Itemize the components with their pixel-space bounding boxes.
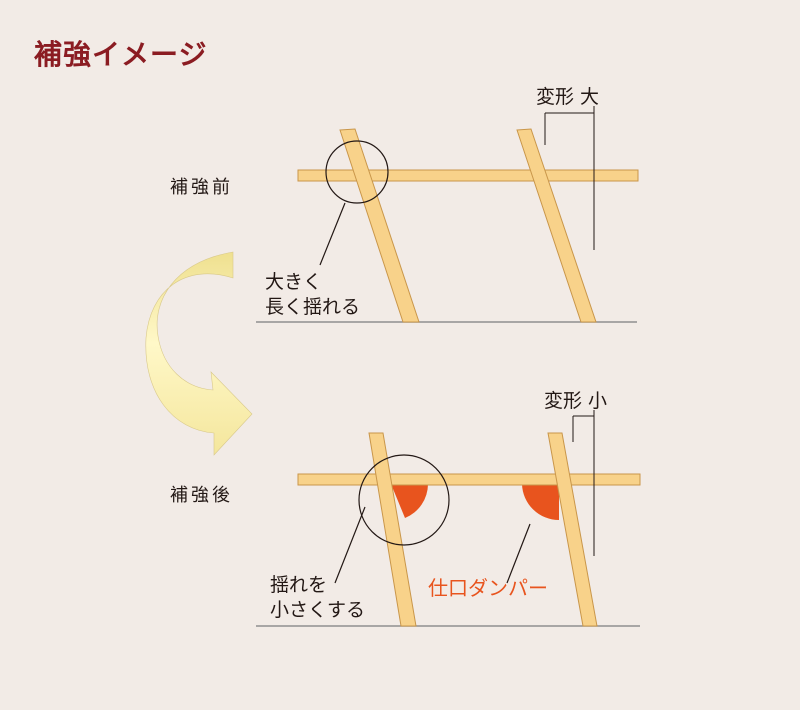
leader-line-before: [319, 202, 346, 266]
after-note-line1: 揺れを: [270, 574, 327, 596]
after-note-line2: 小さくする: [270, 599, 365, 621]
damper-left: [391, 484, 428, 518]
deformation-label-before: 変形 大: [536, 86, 599, 108]
curved-arrow-icon: [145, 251, 253, 456]
joint-circle-before: [325, 140, 389, 204]
before-frame: 変形 大 補強前 大きく 長く揺れる: [170, 86, 639, 323]
left-column-before: [339, 128, 420, 323]
left-column-after: [368, 432, 417, 627]
before-label: 補強前: [170, 177, 233, 198]
deformation-label-after: 変形 小: [544, 390, 607, 412]
after-frame: 変形 小 補強後 揺れを 小さくする 仕口ダンパー: [170, 390, 641, 627]
beam-after: [297, 473, 641, 486]
leader-line-after: [334, 506, 366, 584]
page-title: 補強イメージ: [34, 38, 208, 71]
beam-before: [297, 169, 639, 182]
damper-leader-line: [506, 523, 531, 584]
right-column-before: [516, 128, 597, 323]
right-column-after: [547, 432, 598, 627]
damper-label: 仕口ダンパー: [428, 576, 548, 600]
before-note-line1: 大きく: [265, 271, 322, 293]
damper-right: [522, 484, 559, 520]
after-label: 補強後: [170, 485, 233, 506]
before-note-line2: 長く揺れる: [265, 296, 360, 318]
joint-circle-after: [358, 454, 450, 546]
